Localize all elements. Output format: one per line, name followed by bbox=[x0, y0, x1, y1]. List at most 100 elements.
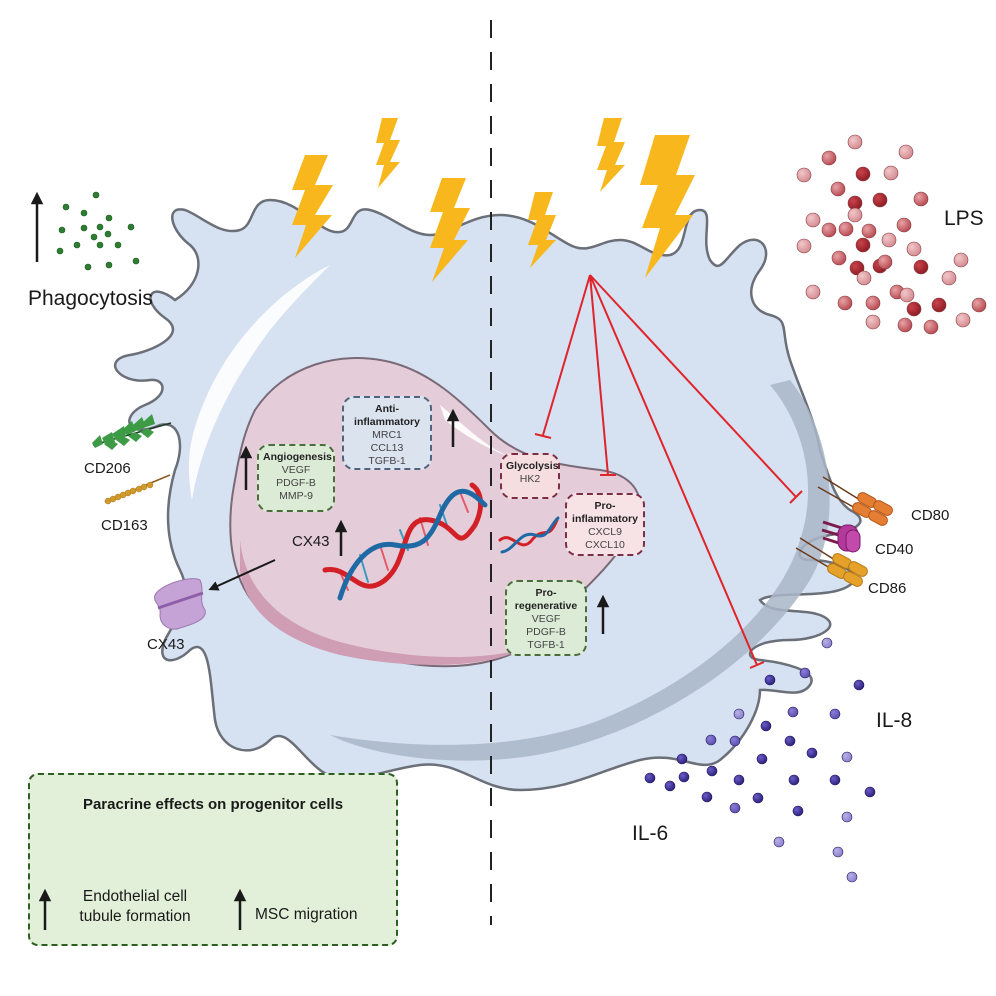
interleukin-particle bbox=[764, 674, 776, 686]
lightning-icon bbox=[430, 178, 470, 282]
lps-particle bbox=[883, 165, 899, 181]
gene-item: MRC1 bbox=[372, 429, 402, 441]
gene-item: TGFB-1 bbox=[368, 455, 406, 467]
lps-particle bbox=[830, 181, 846, 197]
lps-particle bbox=[955, 312, 971, 328]
interleukin-particle bbox=[846, 871, 858, 883]
lps-particle bbox=[896, 217, 912, 233]
lps-particle bbox=[821, 150, 837, 166]
interleukin-particle bbox=[705, 734, 717, 746]
phagocytosis-particle bbox=[114, 241, 122, 249]
interleukin-particle bbox=[821, 637, 833, 649]
anti-inflammatory-title-1: Anti- bbox=[375, 403, 399, 415]
interleukin-particle bbox=[841, 751, 853, 763]
cd163-receptor-icon bbox=[104, 474, 171, 505]
interleukin-particle bbox=[788, 774, 800, 786]
phagocytosis-particle bbox=[80, 209, 88, 217]
lps-particle bbox=[913, 191, 929, 207]
lps-particle bbox=[897, 317, 913, 333]
pro-inflammatory-title-1: Pro- bbox=[594, 500, 616, 512]
phagocytosis-particles bbox=[56, 191, 140, 271]
phagocytosis-label: Phagocytosis bbox=[28, 287, 153, 310]
interleukin-particle bbox=[733, 708, 745, 720]
gene-item: CCL13 bbox=[370, 442, 404, 454]
stimulus-lightning-group bbox=[292, 118, 695, 282]
lps-particle bbox=[847, 134, 863, 150]
lightning-icon bbox=[640, 135, 695, 278]
gene-item: TGFB-1 bbox=[527, 639, 565, 651]
lps-particle bbox=[941, 270, 957, 286]
cx43-channel-icon bbox=[153, 578, 206, 630]
lps-particle bbox=[865, 314, 881, 330]
lightning-icon bbox=[292, 155, 333, 258]
cx43-gene-label: CX43 bbox=[292, 533, 330, 550]
cd80-receptor-icon bbox=[817, 476, 893, 526]
cd86-label: CD86 bbox=[868, 580, 907, 597]
cell-highlight bbox=[188, 265, 330, 500]
interleukin-particle bbox=[676, 753, 688, 765]
interleukin-particle bbox=[664, 780, 676, 792]
inhibition-lines bbox=[534, 274, 803, 669]
lps-particle bbox=[953, 252, 969, 268]
il8-label: IL-8 bbox=[876, 709, 913, 732]
interleukin-particle bbox=[678, 771, 690, 783]
inhibition-bar-il bbox=[749, 661, 765, 669]
interleukin-particle bbox=[784, 735, 796, 747]
interleukin-particle bbox=[853, 679, 865, 691]
phagocytosis-particle bbox=[132, 257, 140, 265]
gene-item: PDGF-B bbox=[526, 626, 566, 638]
cd86-receptor-icon bbox=[795, 537, 868, 587]
interleukin-particle bbox=[701, 791, 713, 803]
lps-particles bbox=[796, 134, 987, 335]
lps-particle bbox=[931, 297, 947, 313]
cd40-receptor-icon bbox=[821, 520, 861, 553]
gene-item: PDGF-B bbox=[276, 477, 316, 489]
lps-particle bbox=[847, 207, 863, 223]
interleukin-particle bbox=[806, 747, 818, 759]
pro-regenerative-title-2: regenerative bbox=[514, 600, 578, 612]
lps-particle bbox=[899, 287, 915, 303]
endothelial-effect-line1: Endothelial cell bbox=[82, 888, 188, 905]
lps-particle bbox=[923, 319, 939, 335]
lps-particle bbox=[849, 260, 865, 276]
interleukin-particle bbox=[729, 802, 741, 814]
interleukin-particle bbox=[756, 753, 768, 765]
lps-particle bbox=[872, 192, 888, 208]
endothelial-effect-line2: tubule formation bbox=[79, 908, 191, 925]
lps-particle bbox=[971, 297, 987, 313]
lps-particle bbox=[855, 237, 871, 253]
interleukin-particle bbox=[792, 805, 804, 817]
lps-particle bbox=[805, 212, 821, 228]
lps-particle bbox=[861, 223, 877, 239]
nucleus-band bbox=[240, 540, 520, 665]
pro-regenerative-title-1: Pro- bbox=[535, 587, 557, 599]
lps-particle bbox=[837, 295, 853, 311]
lps-particle bbox=[796, 238, 812, 254]
interleukin-particle bbox=[829, 708, 841, 720]
glycolysis-title: Glycolysis bbox=[506, 460, 559, 472]
lps-particle bbox=[881, 232, 897, 248]
phagocytosis-particle bbox=[104, 230, 112, 238]
lps-label: LPS bbox=[944, 207, 984, 230]
pro-inflammatory-title-2: inflammatory bbox=[572, 513, 638, 525]
paracrine-effects-panel: Paracrine effects on progenitor cells En… bbox=[28, 773, 398, 946]
interleukin-particle bbox=[799, 667, 811, 679]
gene-item: MMP-9 bbox=[279, 490, 313, 502]
interleukin-particle bbox=[864, 786, 876, 798]
interleukin-particle bbox=[787, 706, 799, 718]
interleukin-particle bbox=[733, 774, 745, 786]
glycolysis-box: Glycolysis HK2 bbox=[500, 453, 560, 499]
interleukin-particle bbox=[644, 772, 656, 784]
phagocytosis-particle bbox=[73, 241, 81, 249]
lps-particle bbox=[796, 167, 812, 183]
phagocytosis-particle bbox=[62, 203, 70, 211]
phagocytosis-particle bbox=[58, 226, 66, 234]
phagocytosis-particle bbox=[84, 263, 92, 271]
cd206-receptor-icon bbox=[92, 414, 172, 450]
cx43-channel-label: CX43 bbox=[147, 636, 185, 653]
anti-inflammatory-box: Anti- inflammatory MRC1 CCL13 TGFB-1 bbox=[342, 396, 432, 470]
gene-item: CXCL9 bbox=[588, 526, 622, 538]
paracrine-arrows bbox=[38, 888, 247, 930]
phagocytosis-particle bbox=[96, 241, 104, 249]
lps-particle bbox=[855, 166, 871, 182]
